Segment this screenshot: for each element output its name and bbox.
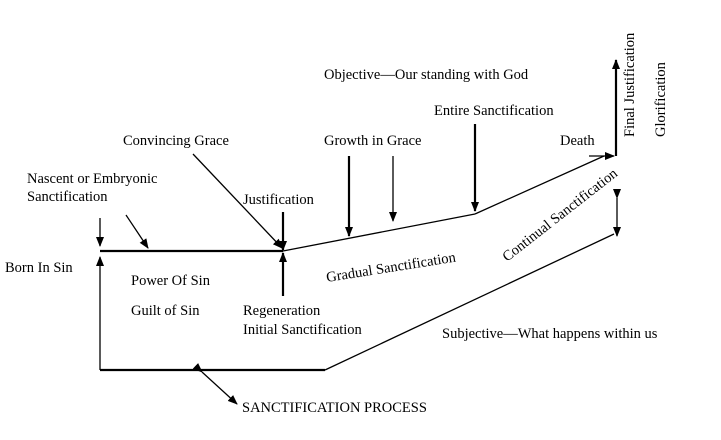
power-of-sin-label: Power Of Sin [131,273,211,289]
nascent-diagonal-arrow [125,214,149,249]
objective-label: Objective—Our standing with God [324,67,529,83]
convincing-grace-label: Convincing Grace [123,133,229,149]
nascent-label-line2: Sanctification [27,189,108,205]
sanctification-process-label: SANCTIFICATION PROCESS [242,400,427,416]
entire-sanctification-label: Entire Sanctification [434,103,554,119]
final-justification-label: Final Justification [622,32,638,137]
growth-line [282,213,476,252]
upper-slope-line [474,155,605,215]
gradual-sanctification-label: Gradual Sanctification [325,250,457,286]
death-label: Death [560,133,595,149]
glorification-label: Glorification [653,61,669,137]
sanctification-process-arrow [192,362,238,405]
continual-sanctification-label: Continual Sanctification [500,165,622,265]
convincing-grace-arrow [192,153,283,249]
guilt-of-sin-label: Guilt of Sin [131,303,200,319]
subjective-slope-line [324,233,615,371]
initial-sanctification-label: Initial Sanctification [243,322,363,338]
nascent-label-line1: Nascent or Embryonic [27,171,157,187]
regeneration-label: Regeneration [243,303,321,319]
justification-label: Justification [243,192,315,208]
growth-in-grace-label: Growth in Grace [324,133,421,149]
born-in-sin-label: Born In Sin [5,260,73,276]
subjective-label: Subjective—What happens within us [442,326,658,342]
